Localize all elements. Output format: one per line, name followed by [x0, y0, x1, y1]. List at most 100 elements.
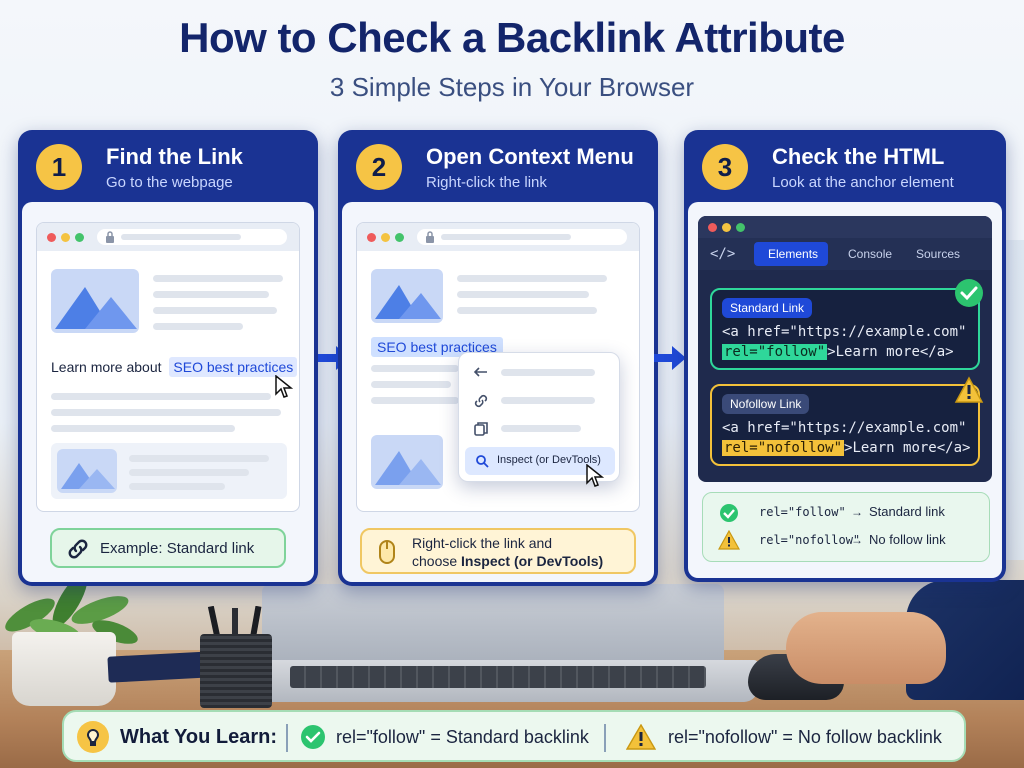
context-menu: Inspect (or DevTools) — [458, 352, 620, 482]
hint-line-2-bold: Inspect (or DevTools) — [461, 553, 604, 569]
step-title: Check the HTML — [772, 144, 945, 169]
anchor-code-line: <a href="https://example.com" — [722, 420, 967, 436]
browser-mockup: Learn more about SEO best practices — [36, 222, 300, 512]
what-you-learn-bar: What You Learn: rel="follow" = Standard … — [62, 710, 966, 762]
menu-item-placeholder[interactable] — [501, 425, 581, 432]
nofollow-link-tag: Nofollow Link — [722, 394, 810, 414]
lock-icon — [426, 231, 434, 243]
step-subtitle: Look at the anchor element — [772, 174, 954, 191]
url-placeholder — [441, 234, 571, 240]
text-line — [457, 275, 607, 282]
content-block — [51, 443, 287, 499]
back-forward-icon[interactable] — [473, 365, 489, 381]
backlink-anchor[interactable]: SEO best practices — [169, 357, 298, 377]
card-header: 2 Open Context Menu Right-click the link — [338, 130, 658, 200]
notebook — [107, 651, 213, 683]
text-line — [129, 469, 249, 476]
hand — [786, 612, 946, 684]
step-number-badge: 3 — [702, 144, 748, 190]
mountain-icon — [375, 285, 441, 319]
step-subtitle: Go to the webpage — [106, 174, 233, 191]
tab-sources[interactable]: Sources — [916, 247, 961, 261]
menu-item-placeholder[interactable] — [501, 397, 595, 404]
link-sentence: Learn more about SEO best practices — [51, 357, 298, 377]
learn-item-follow: rel="follow" = Standard backlink — [336, 727, 589, 747]
subtitle: 3 Simple Steps in Your Browser — [329, 72, 695, 102]
search-icon — [476, 455, 489, 468]
maximize-dot-icon — [736, 223, 745, 232]
text-line — [371, 365, 459, 372]
check-circle-icon — [301, 725, 325, 749]
standard-link-box: Standard Link <a href="https://example.c… — [710, 288, 980, 370]
image-placeholder — [371, 269, 443, 323]
text-line — [51, 425, 235, 432]
card-body: Learn more about SEO best practices — [22, 202, 314, 582]
chain-link-icon — [68, 539, 88, 559]
example-label: Example: Standard link — [100, 540, 255, 557]
mountain-icon — [61, 463, 115, 489]
image-placeholder — [371, 435, 443, 489]
text-line — [129, 483, 225, 490]
mouse-cursor-icon — [275, 375, 293, 398]
close-dot-icon — [708, 223, 717, 232]
address-bar — [417, 229, 627, 245]
learn-item-nofollow: rel="nofollow" = No follow backlink — [668, 727, 942, 747]
warning-icon — [954, 376, 984, 403]
check-icon — [720, 504, 738, 522]
learn-label: What You Learn: — [120, 726, 278, 748]
text-line — [153, 275, 283, 282]
step-number-badge: 2 — [356, 144, 402, 190]
text-line — [153, 291, 269, 298]
anchor-rest: >Learn more</a> — [844, 440, 971, 456]
hint-badge: Right-click the link and choose Inspect … — [360, 528, 636, 574]
menu-item-placeholder[interactable] — [501, 369, 595, 376]
inspect-label: Inspect (or DevTools) — [497, 454, 601, 466]
arrow-right-icon — [654, 346, 686, 370]
summary-arrow: → — [851, 505, 863, 519]
plant-pot — [12, 632, 116, 706]
mountain-icon — [375, 451, 441, 485]
minimize-dot-icon — [381, 233, 390, 242]
minimize-dot-icon — [722, 223, 731, 232]
card-body: </> Elements Console Sources Standard Li… — [688, 202, 1002, 578]
close-dot-icon — [367, 233, 376, 242]
step-number-badge: 1 — [36, 144, 82, 190]
link-icon[interactable] — [473, 393, 489, 409]
copy-icon[interactable] — [473, 421, 489, 437]
code-icon: </> — [710, 246, 736, 262]
text-line — [51, 409, 281, 416]
text-line — [457, 307, 597, 314]
step-card-3: 3 Check the HTML Look at the anchor elem… — [684, 130, 1006, 582]
hint-line-2: choose Inspect (or DevTools) — [412, 553, 603, 569]
divider — [286, 724, 288, 752]
rel-follow-highlight: rel="follow" — [722, 344, 828, 360]
text-line — [371, 381, 451, 388]
laptop-screen — [262, 584, 724, 664]
pen-cup — [200, 634, 272, 708]
hint-line-1: Right-click the link and — [412, 535, 553, 551]
tab-label: Elements — [768, 247, 819, 261]
maximize-dot-icon — [75, 233, 84, 242]
tab-console[interactable]: Console — [848, 247, 893, 261]
hint-line-2-prefix: choose — [412, 553, 462, 569]
mountain-icon — [55, 287, 137, 329]
card-header: 3 Check the HTML Look at the anchor elem… — [684, 130, 1006, 200]
browser-toolbar — [357, 223, 639, 251]
text-line — [129, 455, 269, 462]
summary-arrow: → — [851, 533, 863, 547]
main-title: How to Check a Backlink Attribute — [179, 14, 845, 61]
image-placeholder — [57, 449, 117, 493]
step-card-1: 1 Find the Link Go to the webpage — [18, 130, 318, 586]
text-line — [371, 397, 459, 404]
mouse-icon — [379, 540, 395, 564]
summary-row-nofollow: rel="nofollow" → No follow link — [703, 529, 989, 553]
text-line — [153, 307, 277, 314]
text-line — [153, 323, 243, 330]
anchor-code-line: <a href="https://example.com" — [722, 324, 967, 340]
text-line — [51, 393, 271, 400]
summary-code: rel="follow" — [759, 505, 846, 519]
standard-link-tag: Standard Link — [722, 298, 813, 318]
tab-elements[interactable]: Elements — [754, 242, 828, 266]
rel-code-line: rel="follow">Learn more</a> — [722, 344, 954, 360]
devtools-tabbar: </> Elements Console Sources — [698, 238, 992, 270]
